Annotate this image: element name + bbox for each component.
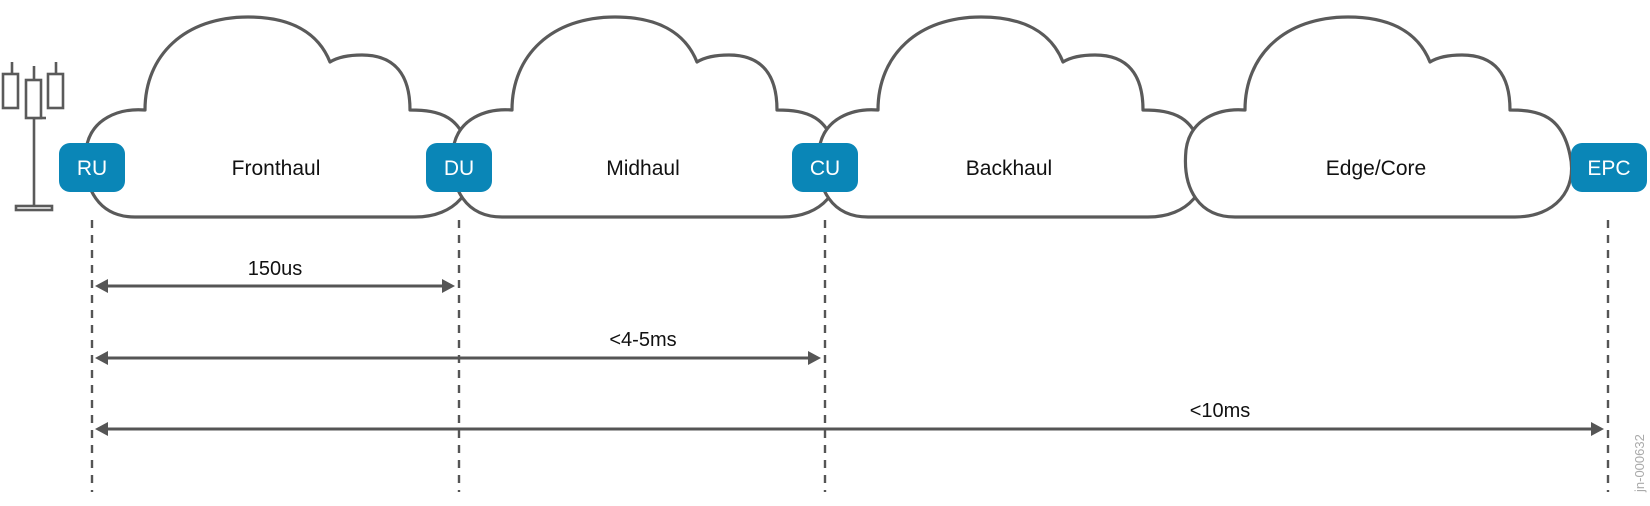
cloud-label-backhaul: Backhaul	[966, 157, 1052, 180]
cloud-fronthaul: Fronthaul	[83, 15, 474, 219]
latency-span-ru-du: 150us	[95, 258, 455, 293]
node-label-du: DU	[444, 157, 474, 180]
arrowhead-left	[95, 422, 108, 436]
cloud-label-fronthaul: Fronthaul	[232, 157, 321, 180]
node-du: DU	[426, 143, 492, 192]
arrowhead-right	[808, 351, 821, 365]
node-label-cu: CU	[810, 157, 840, 180]
arrowhead-left	[95, 279, 108, 293]
figure-id: jn-000632	[1632, 434, 1647, 493]
cloud-midhaul: Midhaul	[450, 15, 841, 219]
node-cu: CU	[792, 143, 858, 192]
latency-label-ru-cu: <4-5ms	[609, 329, 676, 351]
arrowhead-right	[1591, 422, 1604, 436]
latency-span-ru-epc: <10ms	[95, 400, 1604, 436]
cloud-edge-core: Edge/Core	[1183, 15, 1574, 219]
latency-label-ru-du: 150us	[248, 258, 303, 280]
cell-tower-icon	[1, 62, 65, 212]
node-label-epc: EPC	[1587, 157, 1630, 180]
cloud-label-edge-core: Edge/Core	[1326, 157, 1426, 180]
arrowhead-right	[442, 279, 455, 293]
node-label-ru: RU	[77, 157, 107, 180]
arrowhead-left	[95, 351, 108, 365]
cloud-backhaul: Backhaul	[816, 15, 1207, 219]
cloud-label-midhaul: Midhaul	[606, 157, 680, 180]
latency-span-ru-cu: <4-5ms	[95, 329, 821, 365]
node-epc: EPC	[1571, 143, 1647, 192]
latency-label-ru-epc: <10ms	[1190, 400, 1251, 422]
node-ru: RU	[59, 143, 125, 192]
